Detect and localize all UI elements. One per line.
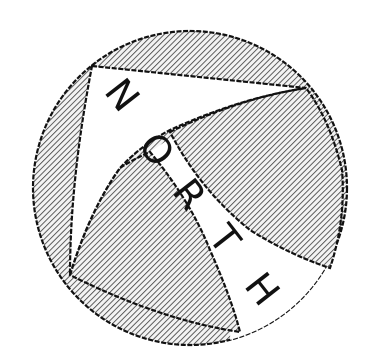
white-sector: [70, 66, 306, 275]
right-lobe: [168, 86, 344, 270]
white-triangle-outline: [68, 64, 307, 276]
